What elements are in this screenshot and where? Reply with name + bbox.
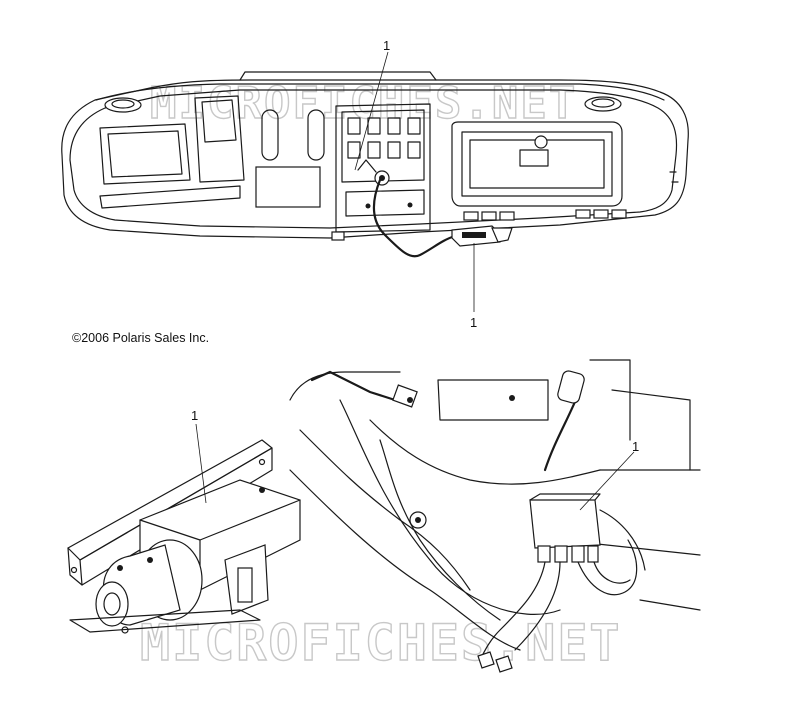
svg-text:MICROFICHES.NET: MICROFICHES.NET	[140, 614, 622, 672]
watermark-top: MICROFICHES.NET	[149, 77, 577, 129]
dashboard-drawing	[61, 71, 689, 241]
svg-text:1: 1	[383, 38, 390, 53]
svg-text:MICROFICHES.NET: MICROFICHES.NET	[150, 78, 577, 129]
dash-wire-harness	[357, 159, 457, 258]
callout-winch: 1	[191, 408, 198, 423]
switch-slots	[347, 117, 421, 159]
watermark-bottom: MICROFICHES.NET	[139, 613, 622, 672]
callout-dash-top: 1	[383, 38, 390, 53]
callout-engine-bay: 1	[632, 439, 639, 454]
remote-switch	[451, 225, 513, 247]
engine-bay-drawing	[289, 359, 701, 673]
winch-drawing	[67, 439, 301, 634]
callout-dash-bottom: 1	[470, 315, 477, 330]
svg-text:1: 1	[632, 439, 639, 454]
svg-text:1: 1	[191, 408, 198, 423]
svg-text:1: 1	[470, 315, 477, 330]
copyright-notice: ©2006 Polaris Sales Inc.	[72, 331, 210, 345]
